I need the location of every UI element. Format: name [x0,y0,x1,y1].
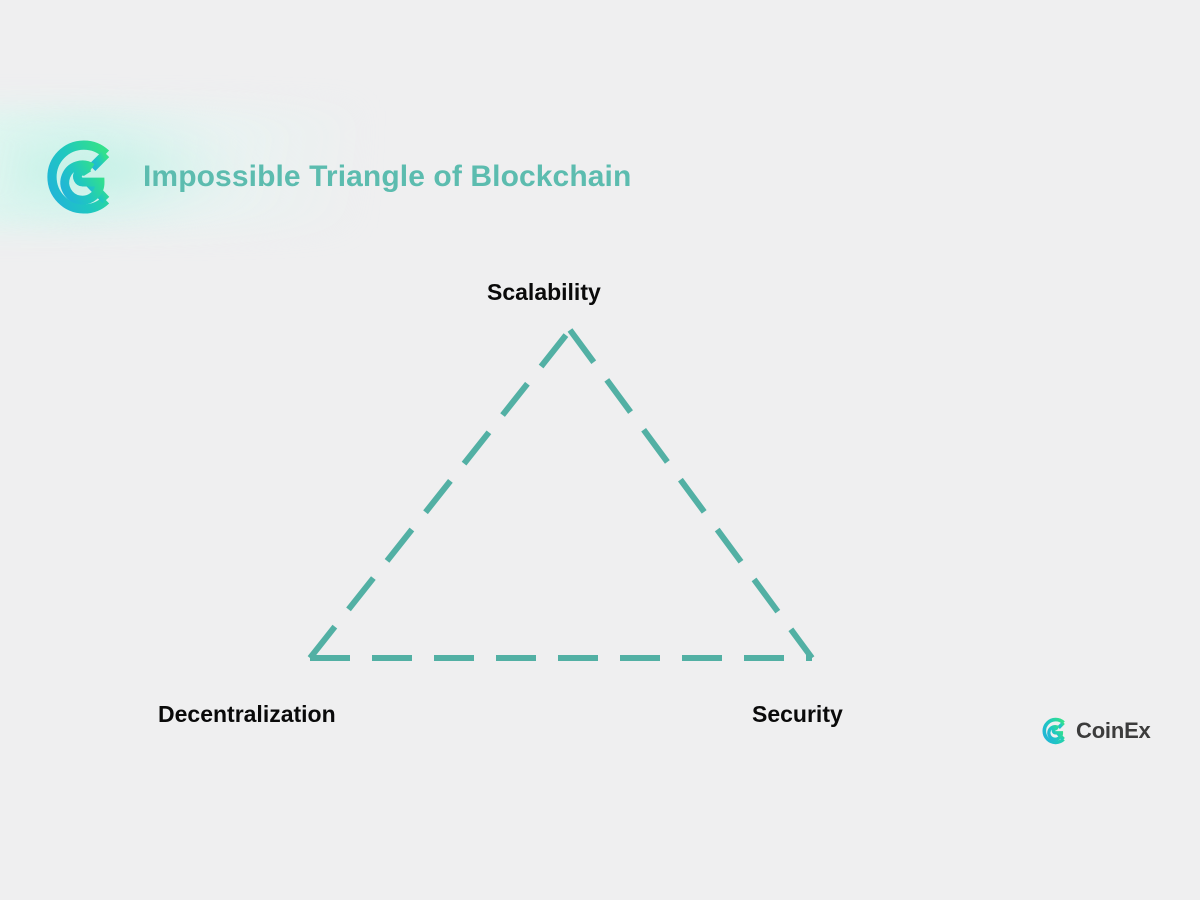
page-title: Impossible Triangle of Blockchain [143,160,632,193]
edge-scalability-security [567,328,815,660]
edge-decentralization-scalability [307,328,573,660]
coinex-logo-icon [1042,717,1065,745]
coinex-wordmark: CoinEx [1076,718,1151,743]
header: Impossible Triangle of Blockchain [40,134,631,220]
coinex-watermark: CoinEx [1040,716,1151,746]
coinex-logo-icon [47,140,110,214]
vertex-label-security: Security [752,701,843,727]
triangle-edges [307,328,815,661]
vertex-label-decentralization: Decentralization [158,701,336,727]
vertex-label-scalability: Scalability [487,279,601,305]
